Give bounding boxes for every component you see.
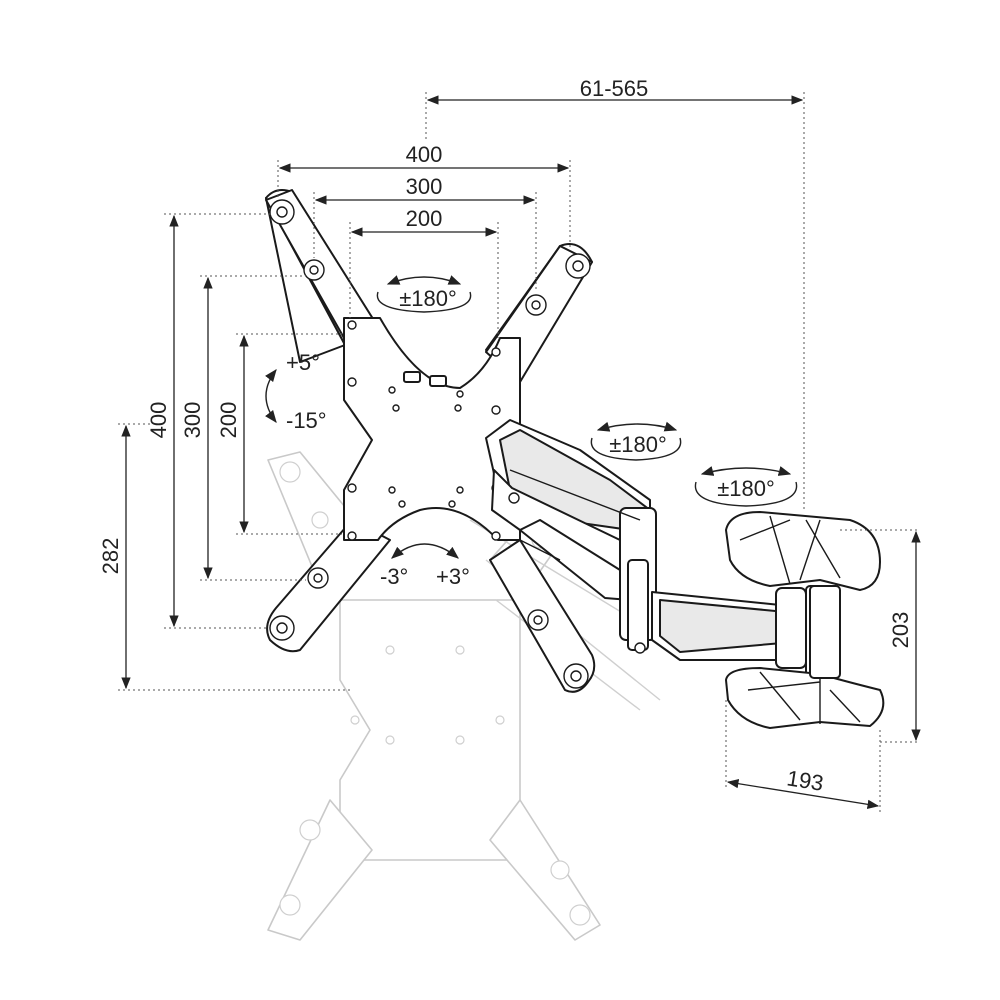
rotation-arcs [265,275,798,559]
wall-swivel-label: ±180° [717,476,775,501]
angle-labels: ±180° +5° -15° -3° +3° ±180° ±180° [286,286,775,589]
vesa-height-400-label: 400 [146,402,171,439]
extension-lines [118,92,920,815]
vesa-plate [265,189,596,693]
tilt-down-label: -15° [286,408,327,433]
vesa-width-400-label: 400 [406,142,443,167]
plate-rotation-label: ±180° [399,286,457,311]
dimension-labels: 61-565 400 300 200 400 300 200 282 203 1… [98,76,913,796]
level-right-label: +3° [436,564,470,589]
wall-plate-height-label: 203 [888,612,913,649]
wall-plate [725,511,885,729]
vesa-width-300-label: 300 [406,174,443,199]
arm-swivel-label: ±180° [609,432,667,457]
offset-height-label: 282 [98,538,123,575]
vesa-height-200-label: 200 [216,402,241,439]
reach-label: 61-565 [580,76,649,101]
level-left-label: -3° [380,564,408,589]
vesa-height-300-label: 300 [180,402,205,439]
vesa-width-200-label: 200 [406,206,443,231]
dimension-lines [121,95,921,809]
tilt-up-label: +5° [286,350,320,375]
wall-plate-width-label: 193 [785,765,825,795]
